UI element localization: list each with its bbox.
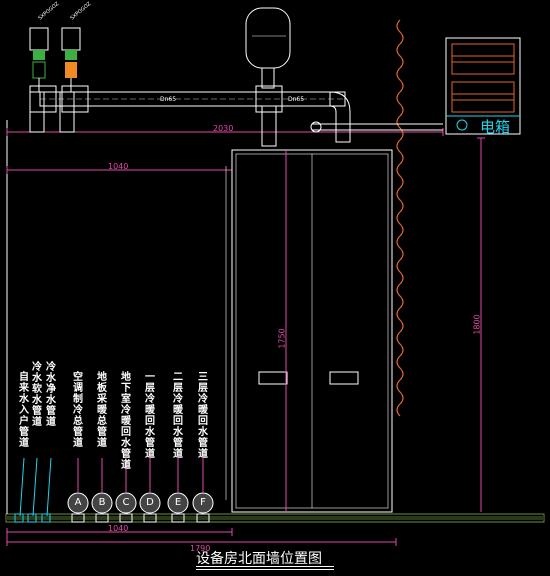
dimension-2030	[6, 128, 444, 136]
pipe-description-4: 空调制冷总管道	[73, 372, 83, 449]
marker-base-E	[171, 513, 185, 523]
pipe-label-1: Dn65	[160, 96, 177, 103]
valve-assembly-left: SXPOGOZ SXPOGOZ	[29, 1, 93, 92]
marker-circle-C	[115, 492, 137, 514]
marker-circle-E	[167, 492, 189, 514]
pipe-label-2: Dn65	[288, 96, 305, 103]
expansion-tank	[245, 7, 291, 89]
drawing-title: 设备房北面墙位置图	[196, 551, 322, 567]
supply-base-2	[27, 513, 37, 523]
marker-letter-E: E	[174, 497, 182, 508]
electric-box-label: 电箱	[480, 118, 511, 136]
title-underline	[196, 566, 334, 567]
dimension-1800	[477, 137, 485, 512]
svg-text:SXPOGOZ: SXPOGOZ	[37, 1, 60, 22]
marker-base-A	[71, 513, 85, 523]
electric-panel	[445, 37, 521, 135]
title-underline-2	[196, 569, 334, 570]
pipe-description-2: 冷水软水管道	[32, 362, 42, 428]
dimension-bottom	[6, 528, 397, 546]
supply-base-3	[41, 513, 51, 523]
equipment-cabinet	[225, 149, 393, 513]
pipe-description-6: 地下室冷暖回水管道	[121, 372, 131, 471]
marker-base-F	[196, 513, 210, 523]
floor	[5, 513, 545, 523]
marker-letter-F: F	[200, 497, 206, 508]
pipe-description-3: 冷水净水管道	[46, 362, 56, 428]
supply-leader-1	[19, 457, 25, 517]
pipe-description-9: 三层冷暖回水管道	[198, 372, 208, 460]
dim-1790-label: 1790	[190, 544, 211, 553]
supply-leader-3	[46, 457, 52, 517]
main-pipe	[29, 85, 443, 147]
svg-text:SXPOGOZ: SXPOGOZ	[69, 1, 92, 22]
marker-letter-D: D	[146, 497, 154, 508]
pipe-description-1: 自来水入户管道	[19, 372, 29, 449]
pipe-markers	[14, 457, 214, 523]
marker-letter-C: C	[122, 497, 130, 508]
marker-circle-F	[192, 492, 214, 514]
marker-circle-D	[139, 492, 161, 514]
pipe-description-8: 二层冷暖回水管道	[173, 372, 183, 460]
dim-2030-label: 2030	[213, 124, 234, 133]
supply-leader-2	[32, 457, 38, 517]
marker-base-C	[119, 513, 133, 523]
marker-base-B	[95, 513, 109, 523]
dim-1040-top-label: 1040	[108, 162, 129, 171]
marker-circle-B	[91, 492, 113, 514]
dim-1800-label: 1800	[472, 314, 482, 335]
marker-letter-A: A	[74, 497, 82, 508]
marker-letter-B: B	[98, 497, 106, 508]
supply-base-1	[14, 513, 24, 523]
flexible-pipe	[396, 19, 404, 417]
pipe-description-5: 地板采暖总管道	[97, 372, 107, 449]
dim-1040-bottom-label: 1040	[108, 524, 129, 533]
pipe-description-7: 一层冷暖回水管道	[145, 372, 155, 460]
marker-base-D	[143, 513, 157, 523]
dim-1750-label: 1750	[277, 328, 287, 349]
marker-circle-A	[67, 492, 89, 514]
